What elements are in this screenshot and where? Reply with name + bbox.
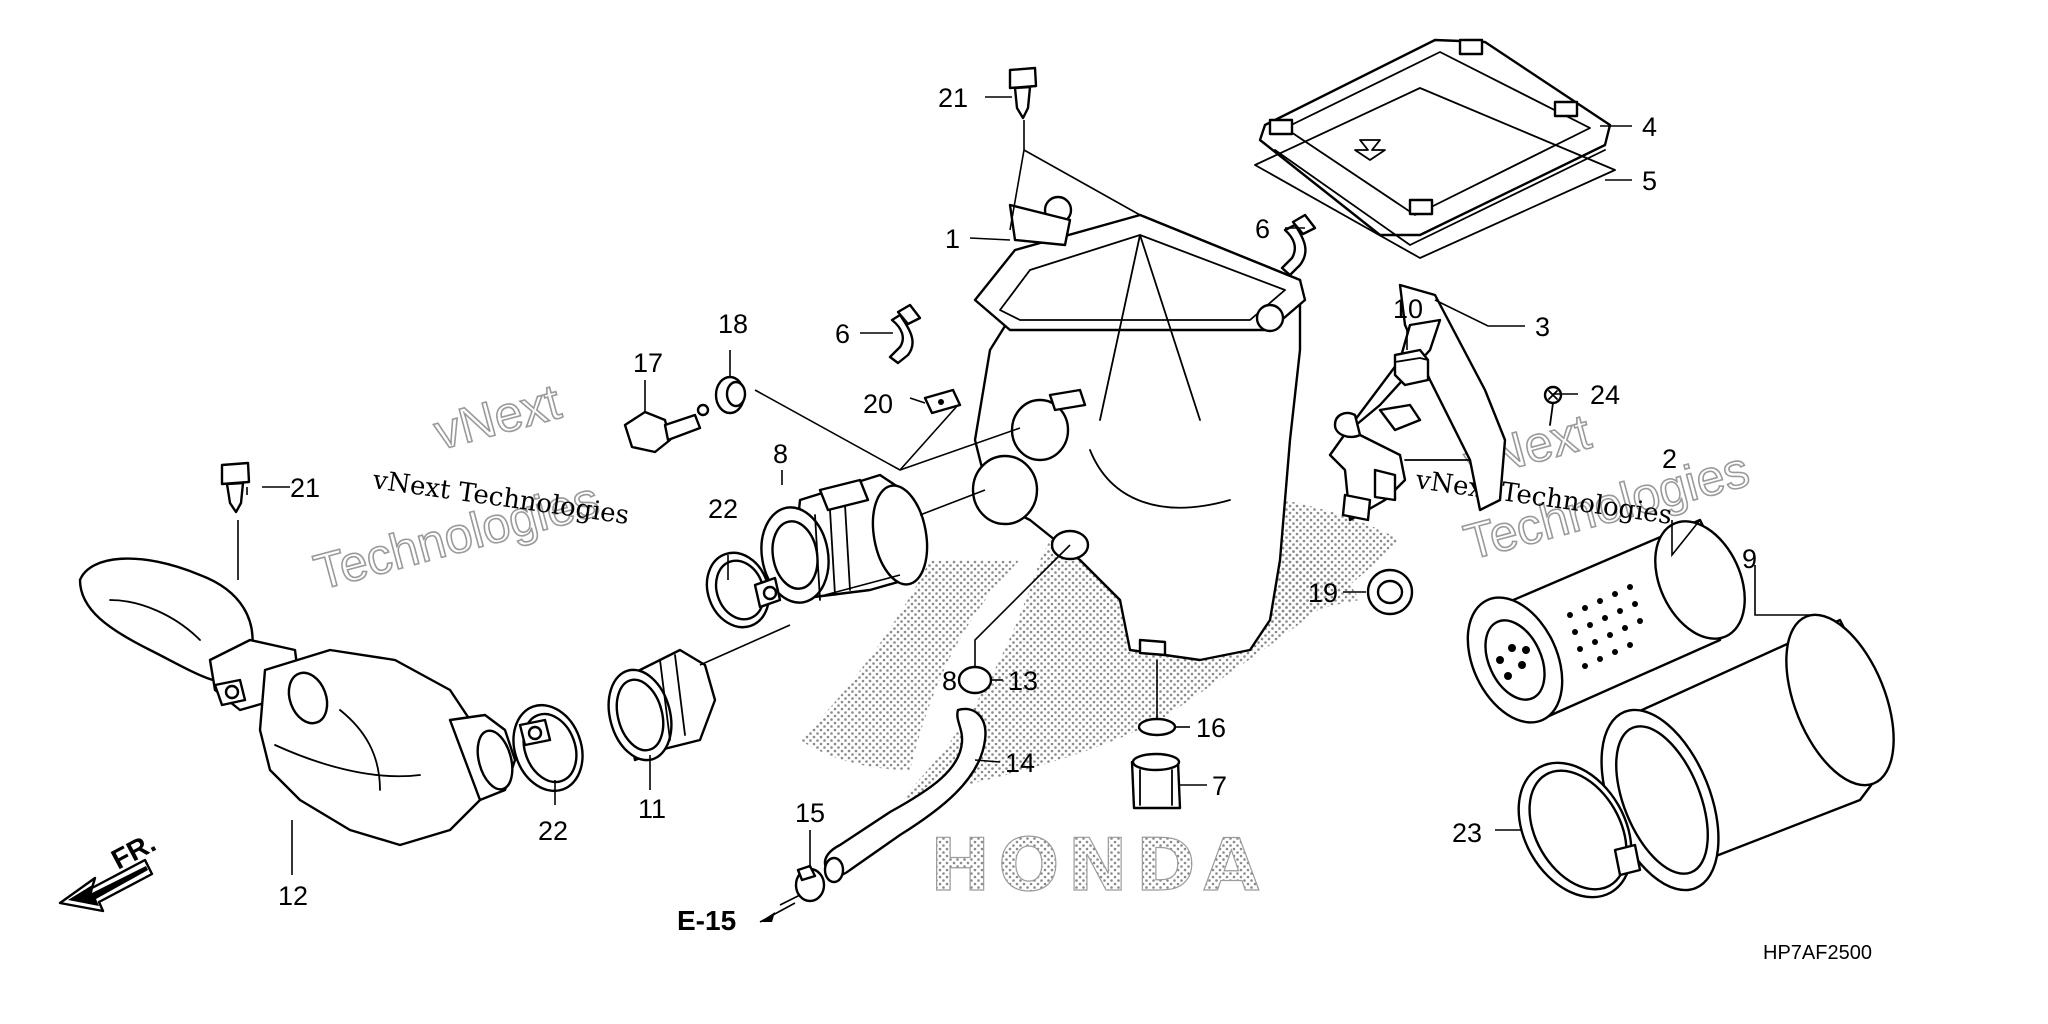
- label-15: 15: [795, 798, 825, 828]
- cover-latch-bottom: [1408, 198, 1434, 216]
- label-13: 13: [1008, 666, 1038, 696]
- label-24: 24: [1590, 380, 1620, 410]
- part-number-labels: 21 1 4 5 6 6 10 3 24 2 9 19 23 18 17 20 …: [278, 83, 1757, 911]
- cover-gasket: [1254, 87, 1616, 259]
- label-11: 11: [638, 794, 666, 824]
- clip-13: [957, 665, 993, 695]
- label-19: 19: [1308, 578, 1338, 608]
- cover-latch-right: [1553, 100, 1579, 118]
- case-boss-right: [1255, 303, 1285, 333]
- label-22-upper: 22: [708, 494, 738, 524]
- front-arrow-icon: [58, 858, 154, 913]
- outer-element: [1600, 613, 1895, 892]
- clip-nut: [923, 388, 962, 415]
- label-6-lower: 6: [835, 319, 850, 349]
- trim-clip-left: [220, 461, 251, 514]
- grommet-18: [714, 375, 747, 415]
- label-10: 10: [1393, 294, 1423, 324]
- clip-lower: [888, 303, 922, 365]
- label-7: 7: [1212, 771, 1227, 801]
- drawing-code: HP7AF2500: [1763, 942, 1872, 964]
- drain-plug: [1130, 752, 1182, 810]
- trim-clip-top: [1008, 66, 1038, 120]
- label-18: 18: [718, 309, 748, 339]
- cover-latch-left: [1268, 118, 1294, 136]
- band-22-lower: [512, 703, 584, 793]
- label-22-lower: 22: [538, 816, 568, 846]
- air-cleaner-case: [971, 195, 1307, 662]
- label-8-lower: 8: [942, 666, 957, 696]
- air-duct: [78, 557, 517, 847]
- label-1: 1: [945, 224, 960, 254]
- grommet-19: [1366, 568, 1414, 616]
- label-4: 4: [1642, 112, 1657, 142]
- label-9: 9: [1742, 544, 1757, 574]
- clip-16: [1137, 717, 1177, 737]
- cushion: [1393, 348, 1430, 387]
- clip-upper: [1280, 213, 1317, 277]
- label-12: 12: [278, 881, 308, 911]
- label-23: 23: [1452, 818, 1482, 848]
- connecting-tube: [760, 473, 929, 604]
- watermark-left-big-1: vNext: [428, 373, 566, 460]
- label-3: 3: [1535, 312, 1550, 342]
- band-23: [1517, 761, 1642, 899]
- front-label: FR.: [106, 827, 160, 876]
- reference-e15: E-15: [677, 902, 796, 936]
- reference-e15-label: E-15: [677, 905, 736, 936]
- cover-latch-top: [1458, 38, 1484, 56]
- label-5: 5: [1642, 166, 1657, 196]
- duct-joint: [607, 648, 717, 762]
- label-16: 16: [1196, 713, 1226, 743]
- label-8-upper: 8: [773, 439, 788, 469]
- label-21-left: 21: [290, 473, 320, 503]
- screw: [1543, 385, 1563, 426]
- label-6-upper: 6: [1255, 214, 1270, 244]
- label-14: 14: [1005, 748, 1035, 778]
- case-port-lower: [971, 454, 1039, 526]
- watermark-left: vNext Technologies vNext Technologies: [308, 373, 631, 602]
- drain-tube: [823, 707, 987, 884]
- element-mesh-holes: [1496, 584, 1643, 680]
- label-2: 2: [1662, 444, 1677, 474]
- front-direction-arrow: FR.: [58, 827, 161, 913]
- leader-lines: [237, 96, 1820, 906]
- honda-logo-text: HONDA: [930, 823, 1267, 907]
- air-cleaner-cover: [1258, 38, 1612, 246]
- breather-connector: [623, 403, 710, 454]
- label-17: 17: [633, 348, 663, 378]
- clip-15: [794, 864, 826, 903]
- label-20: 20: [863, 389, 893, 419]
- label-21-top: 21: [938, 83, 968, 113]
